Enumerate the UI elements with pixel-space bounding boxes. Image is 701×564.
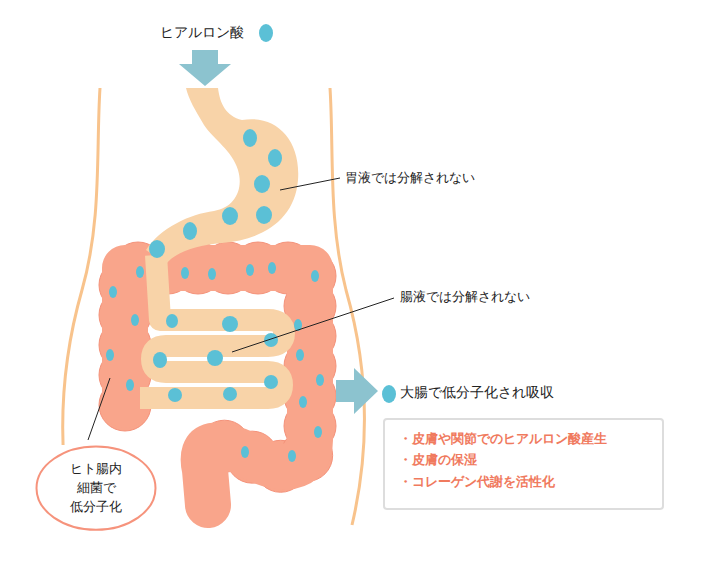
note-label: 大腸で低分子化され吸収 <box>400 384 554 401</box>
benefit-item: ・皮膚の保湿 <box>399 449 648 470</box>
stomach <box>146 88 298 264</box>
leader-line <box>232 298 394 352</box>
benefit-item: ・皮膚や関節でのヒアルロン酸産生 <box>399 428 648 449</box>
note-label: 胃液では分解されない <box>345 170 475 186</box>
substance-label: ヒアルロン酸 <box>160 24 244 41</box>
benefit-box: ・皮膚や関節でのヒアルロン酸産生・皮膚の保湿・コレーゲン代謝を活性化 <box>383 418 664 510</box>
callout-ellipse: ヒト腸内 細菌で 低分子化 <box>35 445 157 531</box>
leader-line <box>280 178 340 190</box>
small-intestine <box>140 255 284 398</box>
leader-line <box>88 378 110 440</box>
intake-arrow <box>179 50 231 86</box>
absorption-arrow <box>336 368 378 414</box>
note-label: 腸液では分解されない <box>400 289 530 305</box>
benefit-item: ・コレーゲン代謝を活性化 <box>399 471 648 492</box>
callout-text: ヒト腸内 細菌で 低分子化 <box>64 460 129 517</box>
hyaluronic-dots <box>106 24 396 462</box>
callout-outline <box>37 447 156 530</box>
